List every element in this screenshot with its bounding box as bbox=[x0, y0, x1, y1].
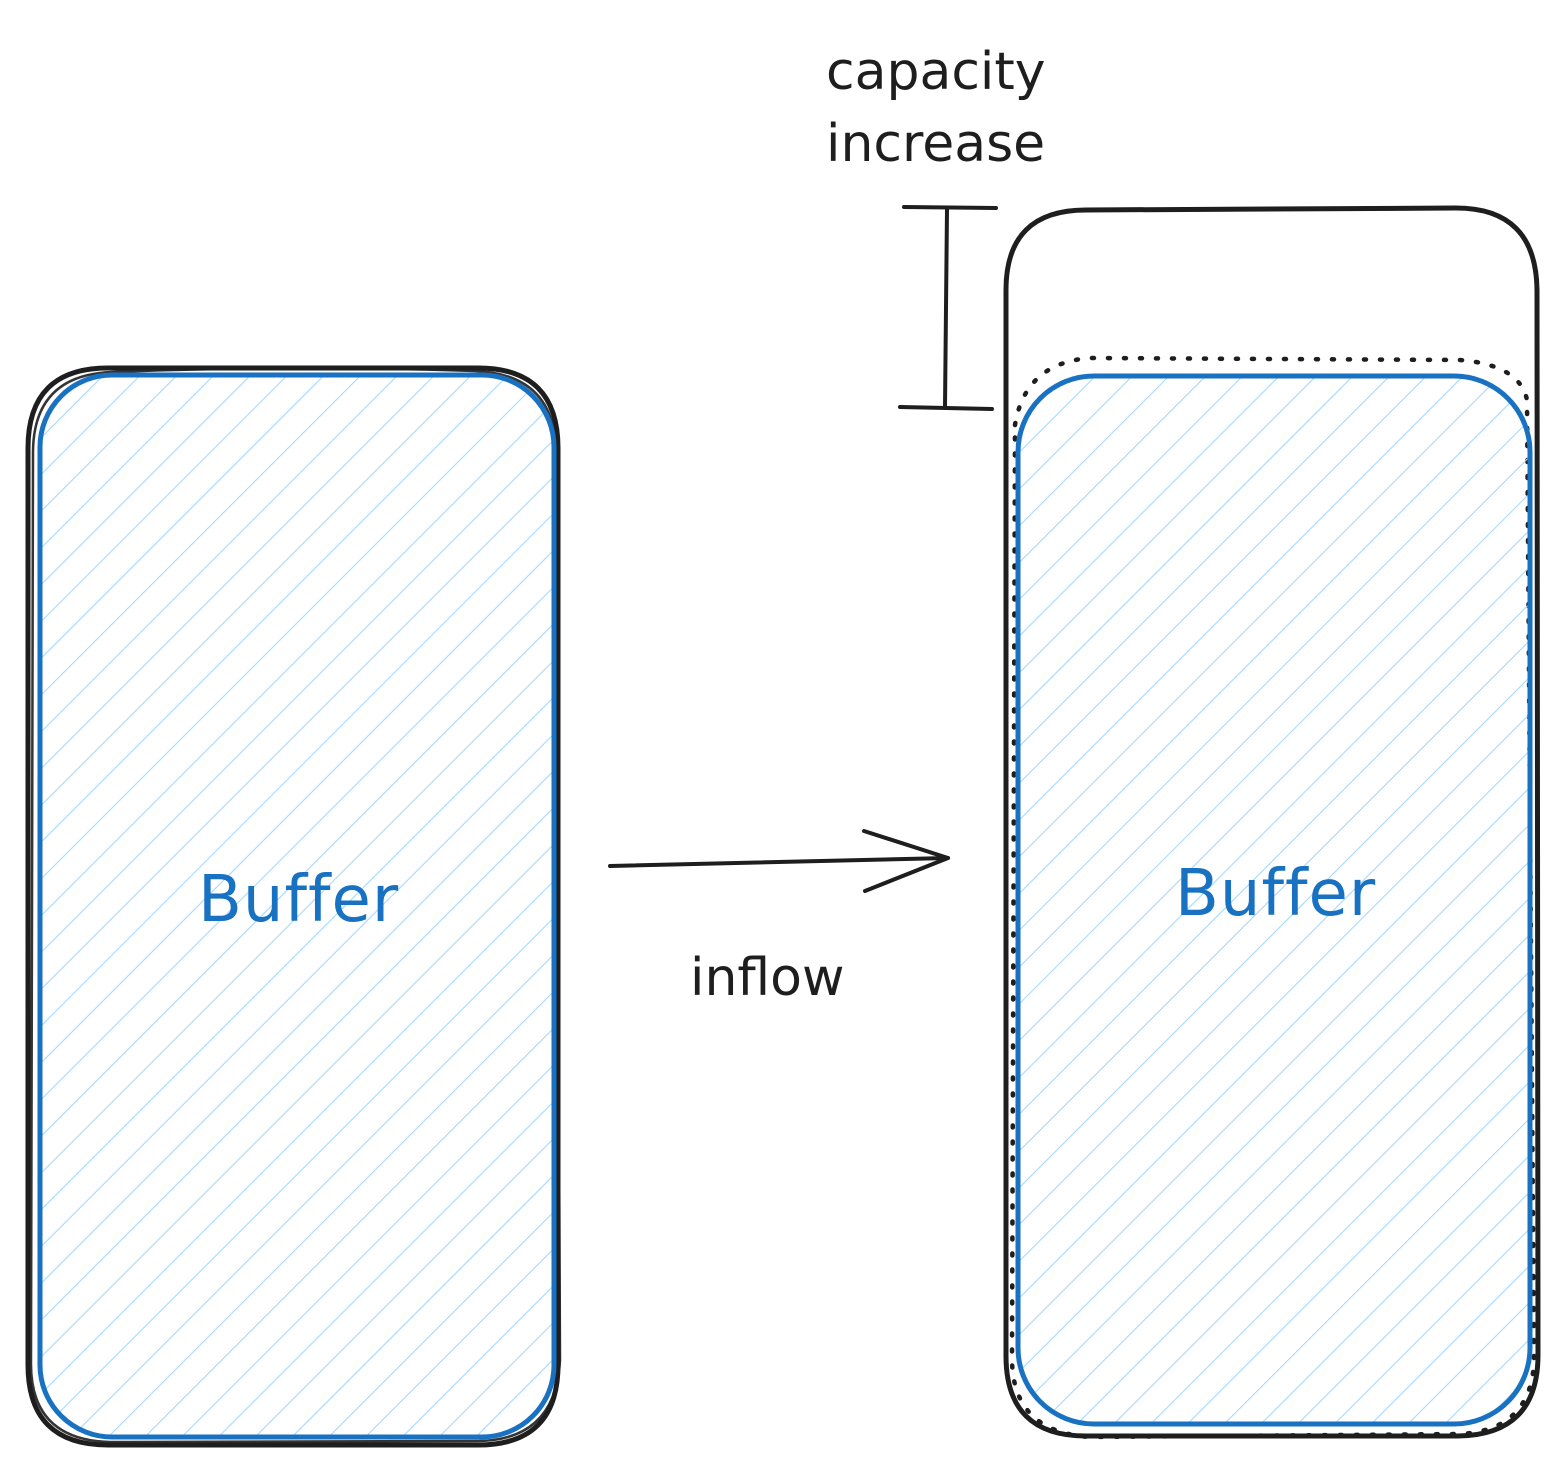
right-buffer-fill bbox=[1018, 376, 1530, 1424]
capacity-increase-label-line2: increase bbox=[826, 114, 1046, 174]
left-buffer-outline bbox=[37, 372, 557, 1440]
capacity-increase-marker bbox=[898, 205, 998, 411]
inflow-arrow-shaft bbox=[608, 856, 950, 868]
capacity-marker-top-cap bbox=[902, 205, 998, 210]
left-buffer-fill bbox=[40, 375, 554, 1437]
right-buffer-container bbox=[1003, 205, 1541, 1440]
left-container-outline-sketch bbox=[29, 366, 562, 1444]
capacity-marker-stem bbox=[943, 207, 949, 409]
right-container-outline bbox=[1003, 205, 1541, 1439]
capacity-marker-bottom-cap bbox=[898, 405, 994, 411]
left-buffer-container bbox=[25, 365, 562, 1448]
right-buffer-label: Buffer bbox=[1175, 857, 1377, 931]
previous-capacity-outline bbox=[1009, 355, 1537, 1440]
inflow-arrow bbox=[608, 829, 950, 893]
left-buffer-label: Buffer bbox=[198, 863, 400, 937]
capacity-increase-label-line1: capacity bbox=[826, 42, 1046, 102]
left-container-outline bbox=[25, 365, 561, 1448]
right-buffer-outline bbox=[1015, 373, 1533, 1427]
inflow-label: inflow bbox=[690, 948, 845, 1008]
inflow-arrow-head bbox=[862, 829, 950, 893]
